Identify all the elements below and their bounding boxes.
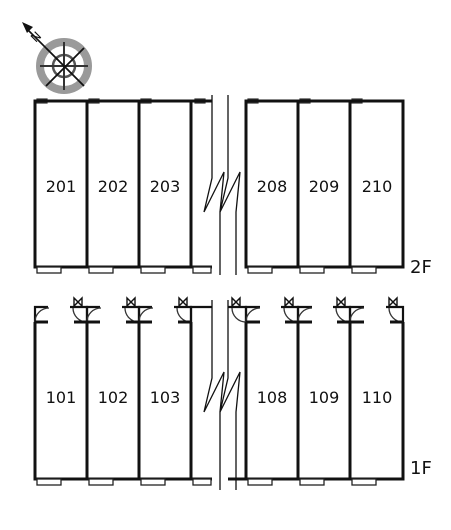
unit-label: 210 — [362, 177, 393, 196]
unit-label: 101 — [46, 388, 77, 407]
unit-label: 203 — [150, 177, 181, 196]
unit-label: 110 — [362, 388, 393, 407]
unit-label: 103 — [150, 388, 181, 407]
unit-label: 102 — [98, 388, 129, 407]
unit-label: 108 — [257, 388, 288, 407]
unit-label: 202 — [98, 177, 129, 196]
floor-label-1f: 1F — [410, 458, 432, 479]
omission-break-line — [203, 95, 241, 490]
compass-icon: N — [22, 22, 92, 94]
unit-label: 201 — [46, 177, 77, 196]
floor-2f: 201 202 203 208 209 210 2F — [33, 98, 432, 278]
unit-label: 208 — [257, 177, 288, 196]
unit-label: 209 — [309, 177, 340, 196]
floor-1f: 101 102 103 108 109 110 1F — [33, 296, 432, 486]
unit-label: 109 — [309, 388, 340, 407]
floor-label-2f: 2F — [410, 257, 432, 278]
